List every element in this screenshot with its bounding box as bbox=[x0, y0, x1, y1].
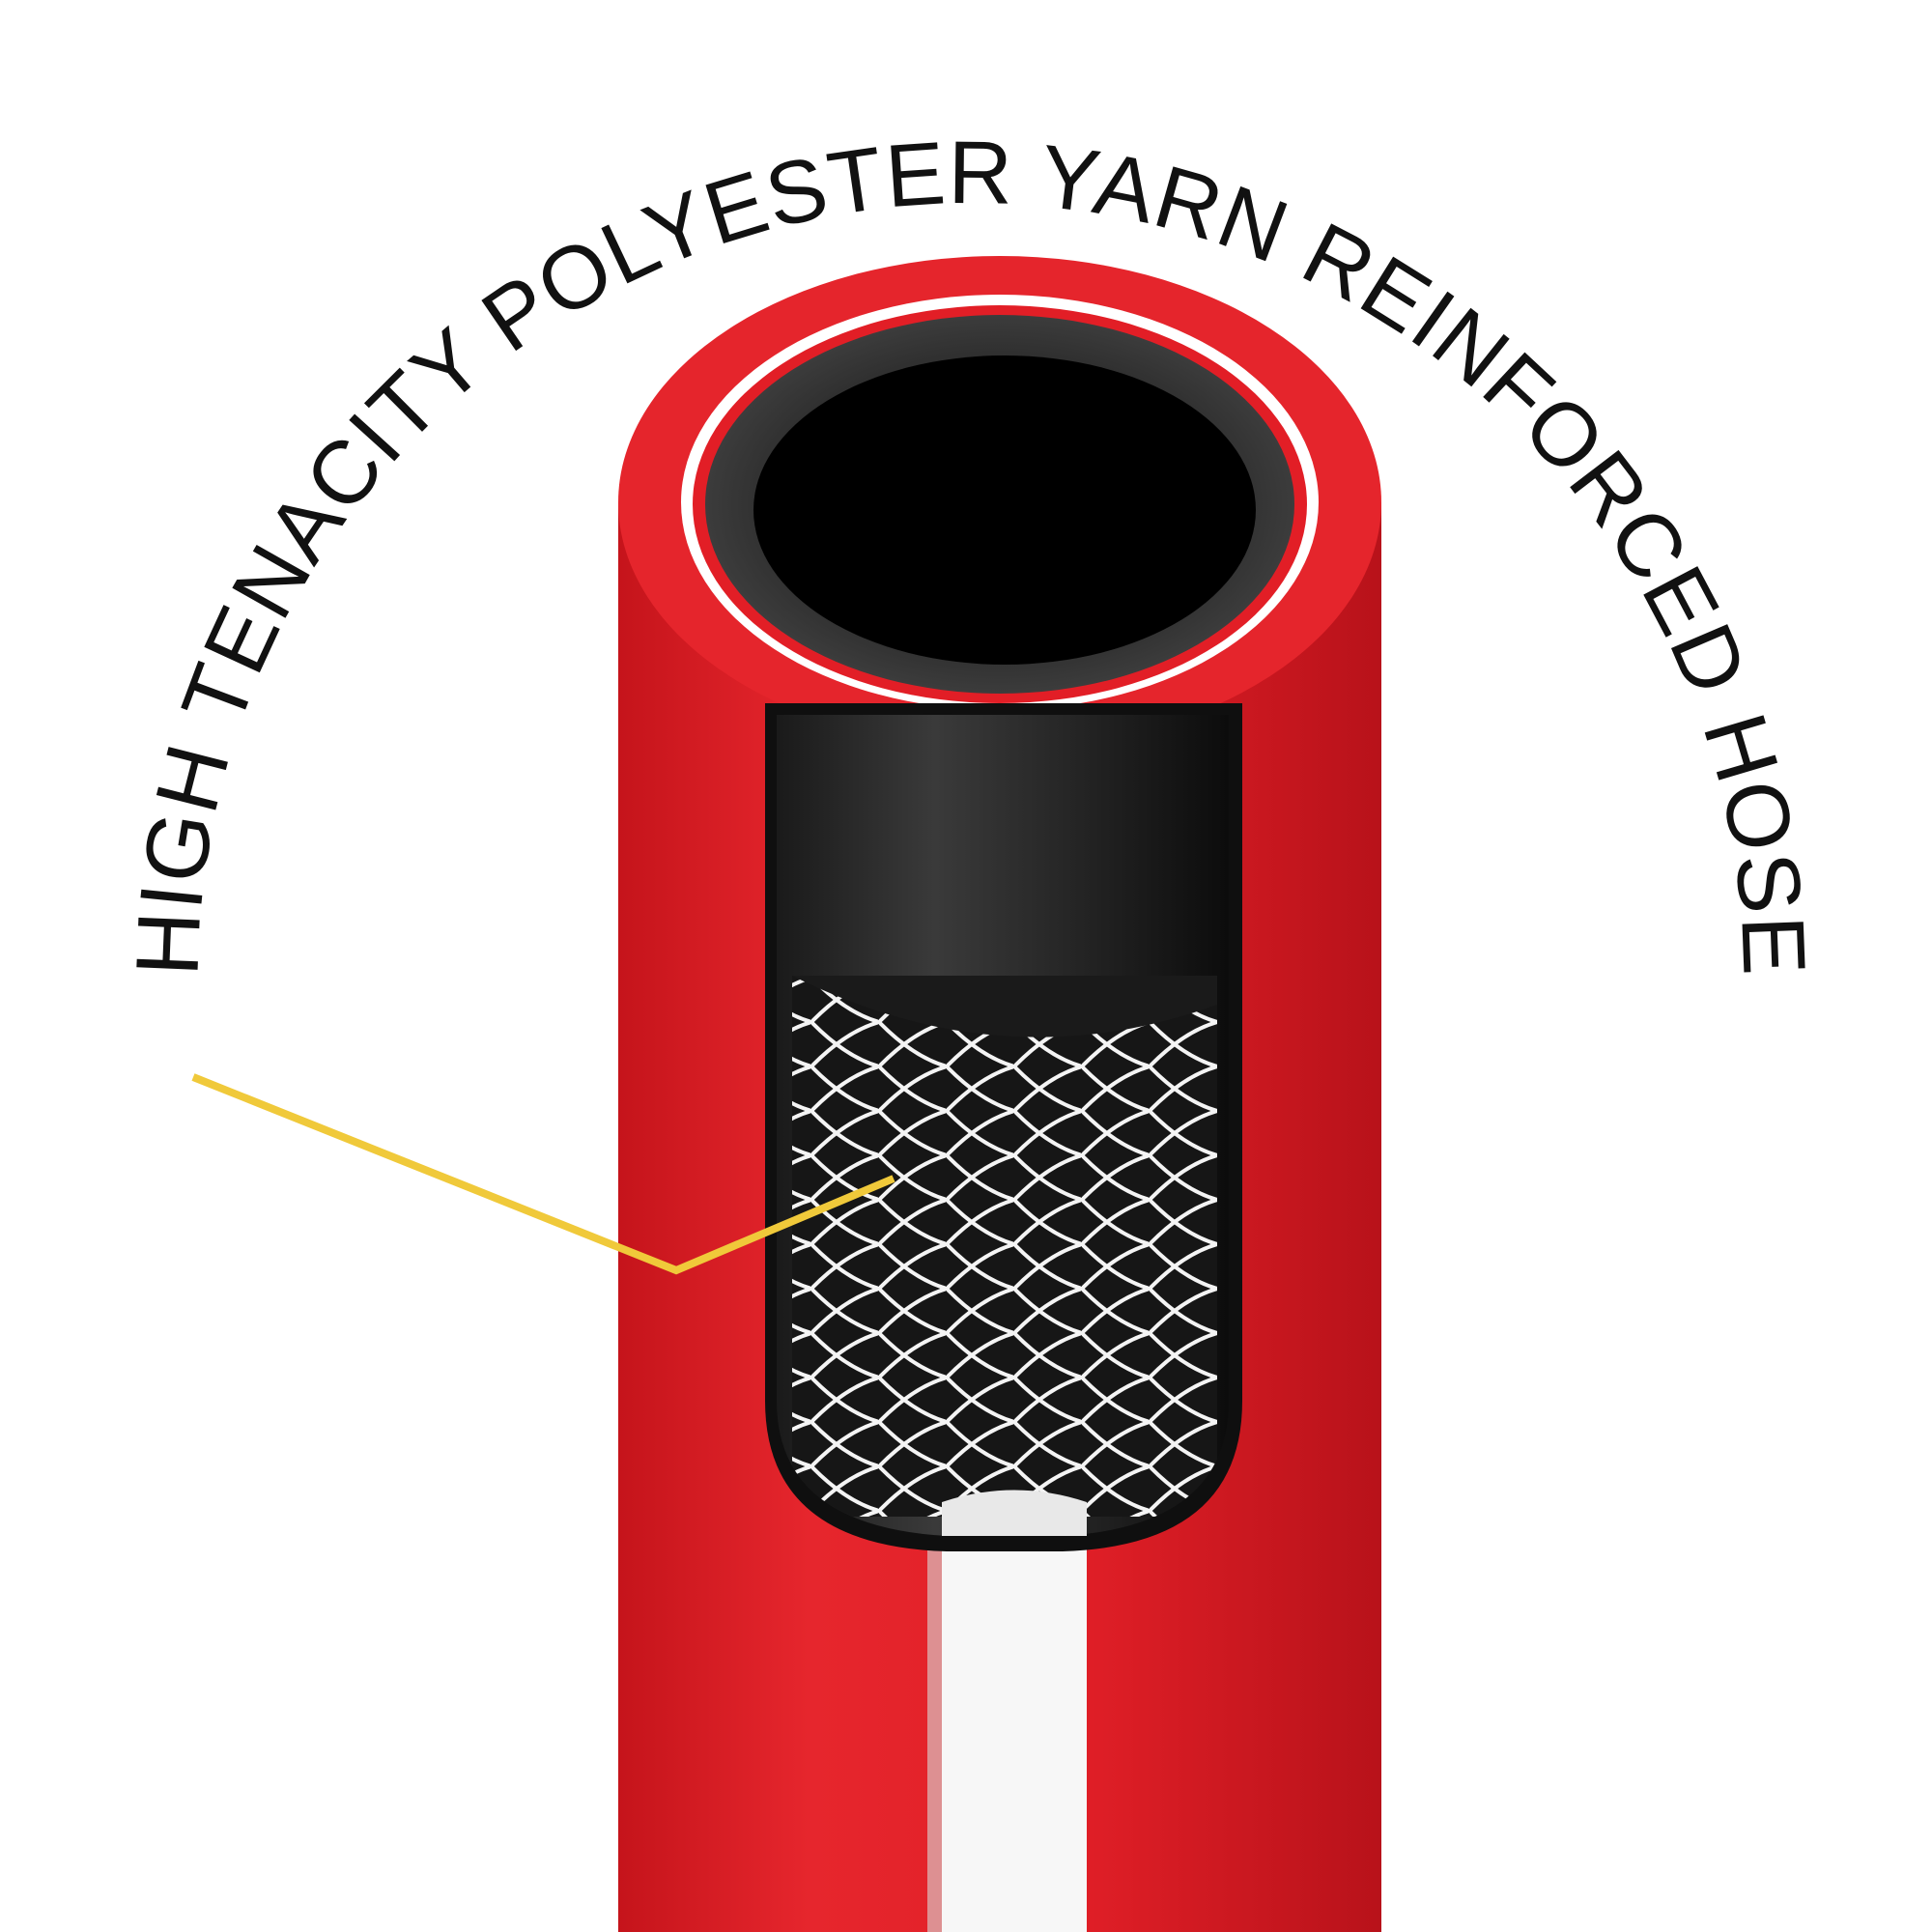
hose-bore bbox=[753, 355, 1256, 665]
hose-end-section bbox=[618, 256, 1381, 749]
callout-line bbox=[191, 1073, 895, 1275]
hose-cutaway bbox=[765, 703, 1242, 1551]
polyester-yarn-braid bbox=[792, 976, 1217, 1517]
hose-white-stripe bbox=[942, 1507, 1087, 1932]
